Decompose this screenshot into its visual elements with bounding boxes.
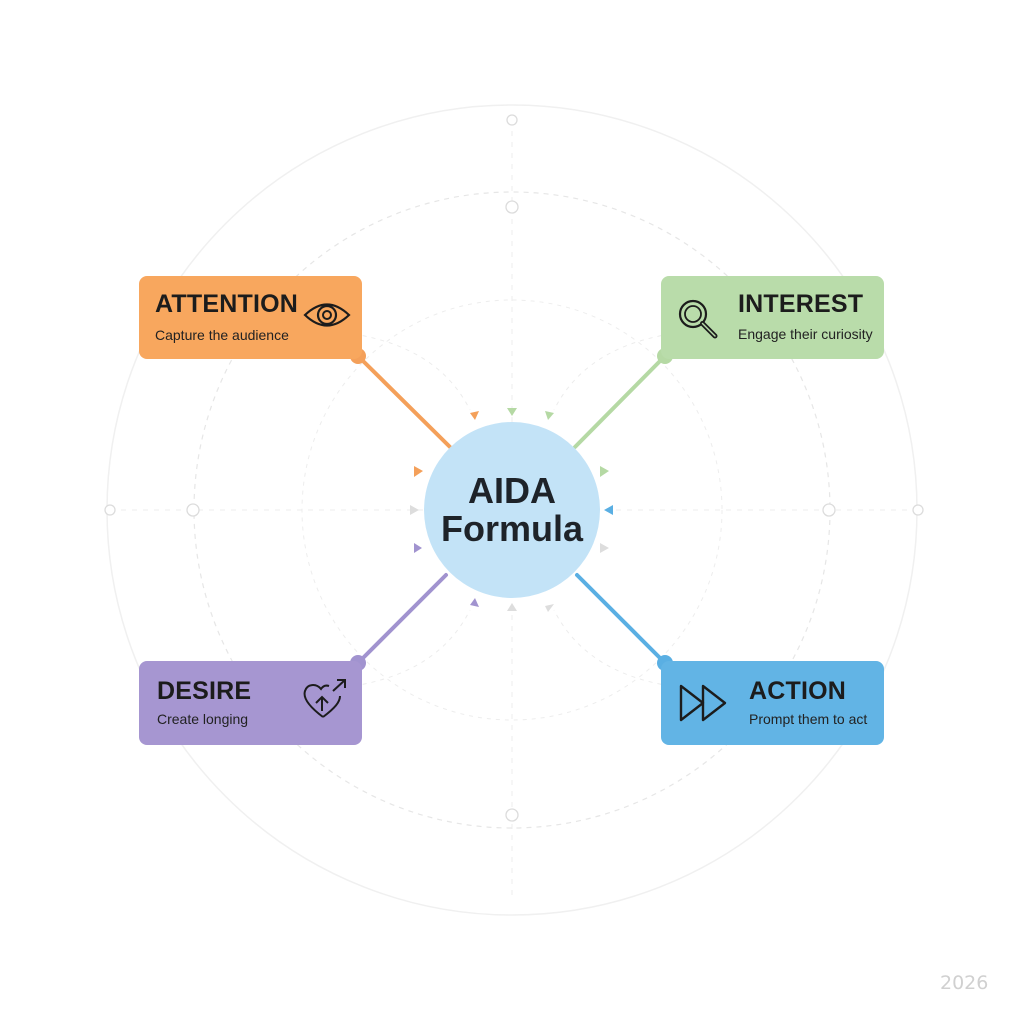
guide-node xyxy=(505,200,519,214)
guide-node xyxy=(186,503,200,517)
stage-title: ATTENTION xyxy=(155,290,298,318)
stage-card-interest: INTEREST Engage their curiosity xyxy=(661,276,884,359)
center-arrowheads xyxy=(410,408,613,612)
arrowhead xyxy=(507,603,517,611)
arrowhead xyxy=(470,598,479,607)
connector-desire xyxy=(356,573,448,665)
stage-card-desire: DESIRE Create longing xyxy=(139,661,362,745)
watermark-year: 2026 xyxy=(940,972,989,994)
magnifier-icon xyxy=(675,296,721,342)
connector-action xyxy=(575,573,667,665)
arrowhead xyxy=(604,505,613,515)
eye-icon xyxy=(302,298,352,332)
stage-subtitle: Capture the audience xyxy=(155,327,289,343)
arrowhead xyxy=(545,604,554,612)
stage-subtitle: Prompt them to act xyxy=(749,711,868,727)
stage-title: INTEREST xyxy=(738,290,864,318)
center-title: AIDA Formula xyxy=(424,472,600,548)
arrowhead xyxy=(414,466,423,477)
center-title-line2: Formula xyxy=(440,508,583,549)
stage-title: DESIRE xyxy=(157,677,252,705)
center-title-line1: AIDA xyxy=(468,470,556,511)
stage-title: ACTION xyxy=(749,677,847,705)
arrowhead xyxy=(470,411,479,420)
fast-forward-icon xyxy=(677,683,733,723)
arrowhead xyxy=(414,543,422,553)
stage-card-attention: ATTENTION Capture the audience xyxy=(139,276,362,359)
center-circle xyxy=(424,422,600,598)
arrowhead xyxy=(410,505,419,515)
connector-attention xyxy=(356,354,452,449)
guide-node xyxy=(912,504,924,516)
guide-node xyxy=(506,114,518,126)
arrowhead xyxy=(545,411,554,420)
arrowhead xyxy=(600,466,609,477)
guide-node xyxy=(104,504,116,516)
connector-interest xyxy=(573,354,667,449)
arrowhead xyxy=(600,543,609,553)
stage-subtitle: Create longing xyxy=(157,711,249,727)
guide-node xyxy=(505,808,519,822)
stage-card-action: ACTION Prompt them to act xyxy=(661,661,884,745)
arrowhead xyxy=(507,408,517,416)
stage-subtitle: Engage their curiosity xyxy=(738,326,873,342)
heart-arrow-icon xyxy=(301,677,349,723)
guide-node xyxy=(822,503,836,517)
